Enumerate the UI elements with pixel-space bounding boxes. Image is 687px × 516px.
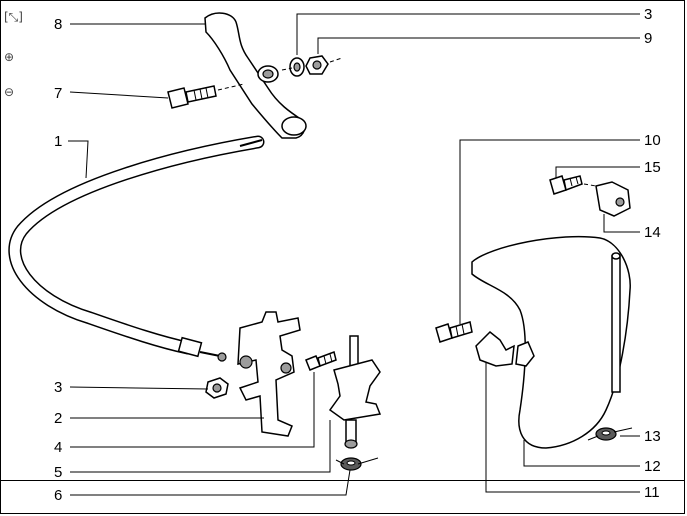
spring-part-13 xyxy=(587,427,633,441)
assembly-line-upper xyxy=(281,57,343,71)
callout-12: 12 xyxy=(644,458,661,475)
washer-part-3-upper xyxy=(289,57,305,77)
leader-lines xyxy=(68,13,640,496)
callout-6: 6 xyxy=(54,487,62,504)
callout-10: 10 xyxy=(644,132,661,149)
callout-3-upper: 3 xyxy=(644,6,652,23)
pin-part-5 xyxy=(328,335,382,449)
callout-15: 15 xyxy=(644,159,661,176)
callout-13: 13 xyxy=(644,428,661,445)
nut-part-3-lower xyxy=(205,377,229,399)
callout-14: 14 xyxy=(644,224,661,241)
callout-8: 8 xyxy=(54,16,62,33)
screw-part-15 xyxy=(549,175,597,195)
cover-part-12 xyxy=(471,235,631,449)
callout-labels: 8 7 1 3 2 4 5 6 3 9 10 15 14 13 12 11 xyxy=(54,6,661,504)
cable-part-1 xyxy=(8,135,265,362)
callout-2: 2 xyxy=(54,410,62,427)
zoom-in-icon[interactable]: ⊕ xyxy=(4,50,15,64)
clip-part-11 xyxy=(475,330,535,367)
callout-4: 4 xyxy=(54,439,62,456)
callout-11: 11 xyxy=(644,484,660,501)
callout-3-lower: 3 xyxy=(54,379,62,396)
lever-part-8 xyxy=(204,12,307,139)
callout-5: 5 xyxy=(54,464,62,481)
callout-1: 1 xyxy=(54,133,62,150)
bottom-rule xyxy=(0,480,685,481)
bolt-part-10 xyxy=(435,321,473,343)
clip-part-14 xyxy=(595,181,631,217)
nut-part-9 xyxy=(305,55,329,75)
fit-to-window-icon[interactable]: [⤡] xyxy=(4,10,23,24)
bracket-part-2 xyxy=(237,311,301,437)
callout-7: 7 xyxy=(54,85,62,102)
spring-part-6 xyxy=(335,457,379,471)
bolt-part-7 xyxy=(167,83,245,109)
bolt-part-4 xyxy=(305,351,337,371)
zoom-out-icon[interactable]: ⊖ xyxy=(4,85,15,99)
callout-9: 9 xyxy=(644,30,652,47)
